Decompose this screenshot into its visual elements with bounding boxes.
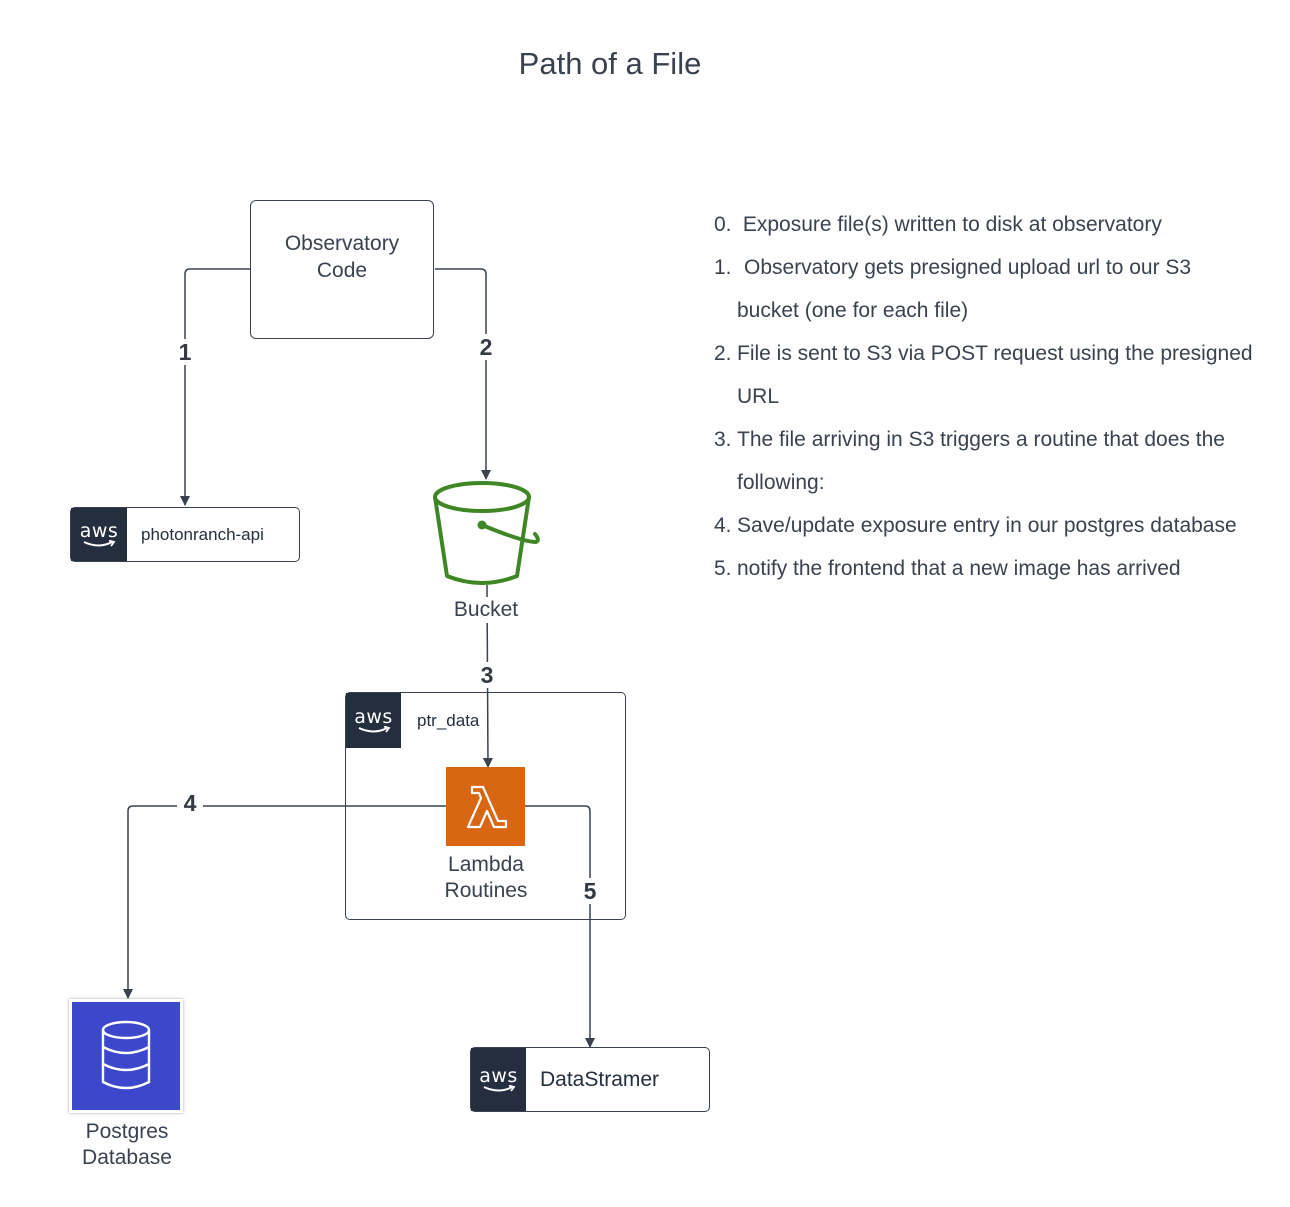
datastramer-label: DataStramer: [540, 1067, 660, 1091]
edge-2: [435, 268, 491, 480]
diagram-title: Path of a File: [518, 46, 702, 81]
step-5-label: 5: [577, 878, 603, 904]
edge-5: [525, 805, 595, 1048]
step-4-label: 4: [177, 790, 203, 816]
observatory-code-label: Observatory Code: [284, 231, 400, 282]
aws-logo-icon: aws: [346, 693, 401, 748]
note-item: 4.Save/update exposure entry in our post…: [714, 514, 1237, 537]
postgres-node: [69, 999, 183, 1113]
aws-logo-icon: aws: [71, 508, 127, 561]
photonranch-api-label: photonranch-api: [141, 524, 264, 544]
observatory-code-node: Observatory Code: [250, 200, 434, 339]
note-item: 1.Observatory gets presigned upload url …: [714, 256, 1192, 322]
steps-description: 0. Exposure file(s) written to disk at o…: [714, 203, 1254, 590]
datastramer-node: aws DataStramer: [470, 1047, 710, 1112]
database-icon: [72, 1002, 180, 1110]
step-3-label: 3: [474, 662, 500, 688]
bucket-icon: [428, 478, 544, 590]
edge-4: [123, 805, 446, 999]
bucket-label: Bucket: [430, 597, 542, 623]
step-2-label: 2: [473, 334, 499, 360]
postgres-database-label: Postgres Database: [56, 1119, 198, 1171]
note-item: 0. Exposure file(s) written to disk at o…: [714, 213, 1162, 236]
photonranch-api-node: aws photonranch-api: [70, 507, 300, 562]
lambda-routines-label: Lambda Routines: [426, 852, 546, 904]
note-item: 5.notify the frontend that a new image h…: [714, 557, 1181, 580]
edge-1: [180, 264, 259, 506]
step-1-label: 1: [172, 339, 198, 365]
note-item: 3.The file arriving in S3 triggers a rou…: [714, 428, 1225, 494]
lambda-icon: [446, 767, 525, 846]
aws-logo-icon: aws: [471, 1048, 526, 1111]
ptr-data-group: [345, 692, 626, 920]
note-item: 2.File is sent to S3 via POST request us…: [714, 342, 1253, 408]
ptr-data-label: ptr_data: [417, 711, 480, 730]
